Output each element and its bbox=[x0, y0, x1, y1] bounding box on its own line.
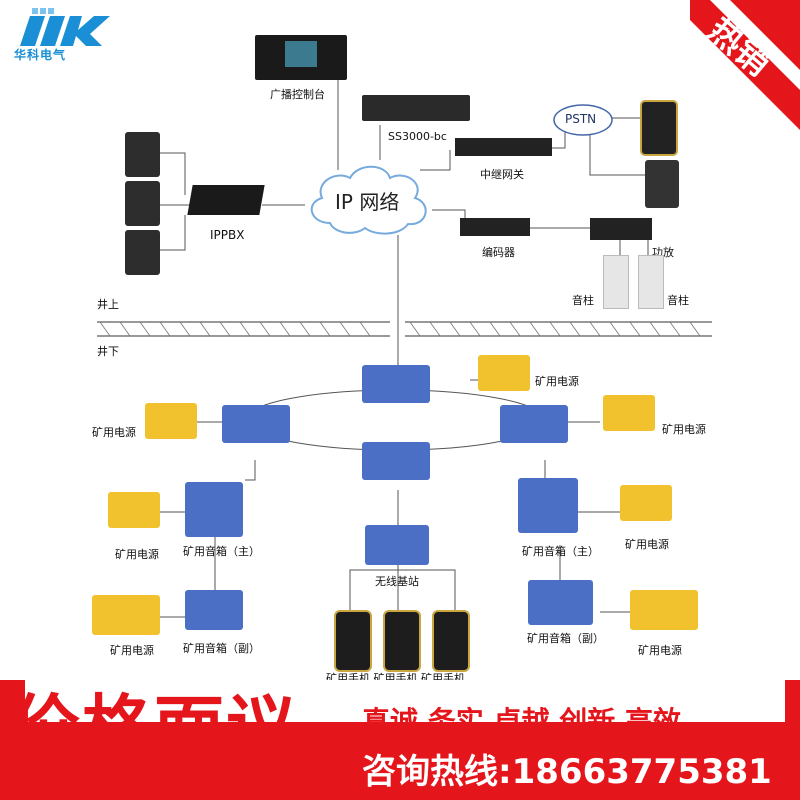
pstn-label: PSTN bbox=[565, 112, 597, 126]
power-label-right-3: 矿用电源 bbox=[638, 644, 682, 657]
desk-phone-1 bbox=[125, 132, 160, 177]
slogans-text: 真诚 务实 卓越 创新 高效 bbox=[362, 705, 681, 738]
speaker-column-label-1: 音柱 bbox=[572, 294, 594, 307]
speaker-column-2 bbox=[638, 255, 664, 309]
power-unit-top-right bbox=[478, 355, 530, 391]
banner-white-strip bbox=[25, 680, 785, 722]
desk-phone-3 bbox=[125, 230, 160, 275]
desk-phone-2 bbox=[125, 181, 160, 226]
hot-sale-ribbon bbox=[690, 0, 800, 130]
broadcast-console-device bbox=[255, 35, 347, 80]
ippbx-device bbox=[187, 185, 265, 215]
speaker-sub-right bbox=[528, 580, 593, 625]
speaker-column-1 bbox=[603, 255, 629, 309]
amplifier-device bbox=[590, 218, 652, 240]
hotline-text: 咨询热线:18663775381 bbox=[362, 752, 772, 792]
power-label-left: 矿用电源 bbox=[92, 426, 136, 439]
below-ground-label: 井下 bbox=[97, 345, 119, 358]
power-unit-right-2 bbox=[620, 485, 672, 521]
power-label-top-right: 矿用电源 bbox=[535, 375, 579, 388]
power-label-right-2: 矿用电源 bbox=[625, 538, 669, 551]
trunk-gateway-label: 中继网关 bbox=[480, 168, 524, 181]
switch-right bbox=[500, 405, 568, 443]
speaker-sub-left-label: 矿用音箱（副） bbox=[183, 642, 260, 655]
wireless-station-label: 无线基站 bbox=[375, 575, 419, 588]
mine-phone-2 bbox=[383, 610, 421, 672]
trunk-gateway-device bbox=[455, 138, 552, 156]
wireless-station-device bbox=[365, 525, 429, 565]
switch-left bbox=[222, 405, 290, 443]
power-unit-right-3 bbox=[630, 590, 698, 630]
power-unit-left-2 bbox=[108, 492, 160, 528]
power-label-left-2: 矿用电源 bbox=[115, 548, 159, 561]
desk-phone-device bbox=[645, 160, 679, 208]
ippbx-label: IPPBX bbox=[210, 228, 245, 242]
switch-top bbox=[362, 365, 430, 403]
company-logo bbox=[20, 8, 110, 46]
speaker-sub-right-label: 矿用音箱（副） bbox=[527, 632, 604, 645]
speaker-main-left bbox=[185, 482, 243, 537]
logo-text: 华科电气 bbox=[14, 48, 67, 62]
server-label: SS3000-bc bbox=[388, 130, 447, 143]
above-ground-label: 井上 bbox=[97, 298, 119, 311]
price-negotiable-text: 价格面议 bbox=[10, 687, 298, 769]
power-unit-left bbox=[145, 403, 197, 439]
speaker-main-right-label: 矿用音箱（主） bbox=[522, 545, 599, 558]
ip-network-cloud bbox=[310, 165, 427, 235]
mine-phone-3 bbox=[432, 610, 470, 672]
encoder-device bbox=[460, 218, 530, 236]
speaker-main-right bbox=[518, 478, 578, 533]
power-unit-left-3 bbox=[92, 595, 160, 635]
power-unit-right bbox=[603, 395, 655, 431]
power-label-left-3: 矿用电源 bbox=[110, 644, 154, 657]
ip-network-label: IP 网络 bbox=[335, 190, 400, 214]
pstn-cloud-shape bbox=[553, 104, 613, 136]
speaker-main-left-label: 矿用音箱（主） bbox=[183, 545, 260, 558]
mine-phone-1 bbox=[334, 610, 372, 672]
encoder-label: 编码器 bbox=[482, 246, 515, 259]
speaker-sub-left bbox=[185, 590, 243, 630]
mobile-phone-device bbox=[640, 100, 678, 156]
server-device bbox=[362, 95, 470, 121]
switch-center bbox=[362, 442, 430, 480]
speaker-column-label-2: 音柱 bbox=[667, 294, 689, 307]
power-label-right: 矿用电源 bbox=[662, 423, 706, 436]
broadcast-console-label: 广播控制台 bbox=[270, 88, 325, 101]
